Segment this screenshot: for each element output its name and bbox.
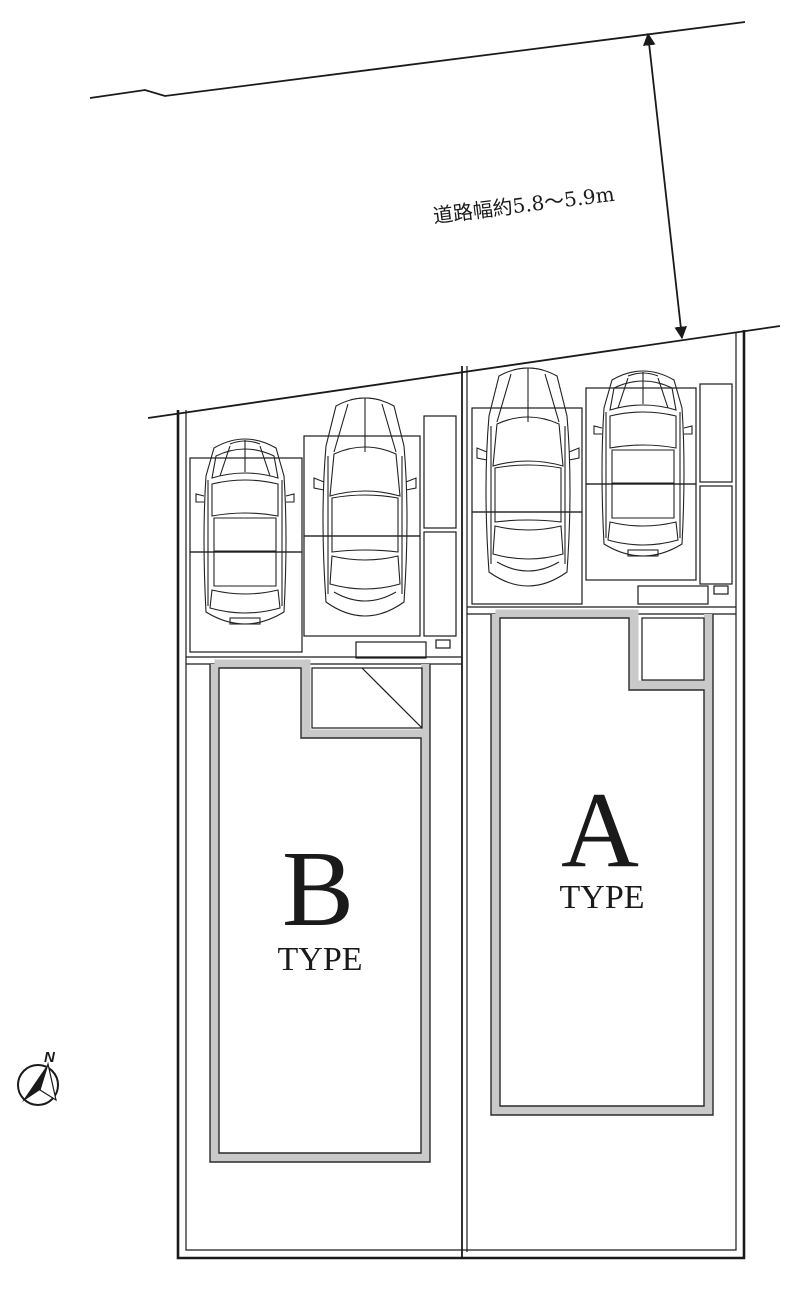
road-width-dimension-arrow (642, 32, 688, 340)
north-arrow-icon (17, 1061, 59, 1106)
lot-b-parking-pavement (189, 415, 457, 653)
lot-b-porch-diagonal (361, 667, 423, 729)
lot-b-entrance-step (355, 641, 427, 659)
lot-b-entrance-porch (311, 667, 423, 729)
site-inner-boundary (185, 332, 737, 1251)
lot-a-type-label: TYPE (560, 879, 645, 916)
road-width-label: 道路幅約5.8〜5.9m (432, 182, 616, 228)
lot-a-building-footprint (490, 609, 714, 1116)
car-lot-b-left (195, 438, 295, 625)
road-far-edge (89, 21, 746, 99)
lot-a-meter-box (713, 585, 729, 595)
car-lot-a-right (593, 370, 693, 557)
lot-a-entrance-porch (641, 617, 705, 681)
lot-b-type-label: TYPE (278, 941, 363, 978)
north-label: N (44, 1049, 56, 1066)
car-lot-b-right (313, 397, 417, 617)
car-lot-a-left (476, 367, 580, 587)
lot-b-building-footprint (209, 659, 431, 1163)
road-near-edge (147, 325, 781, 419)
site-boundary (176, 330, 746, 1260)
lot-b-meter-box (435, 639, 451, 649)
lot-a-parking-pavement (471, 383, 733, 605)
lot-a-letter: A (561, 771, 639, 890)
lot-b-letter: B (282, 830, 354, 949)
lot-a-entrance-step (637, 585, 709, 605)
